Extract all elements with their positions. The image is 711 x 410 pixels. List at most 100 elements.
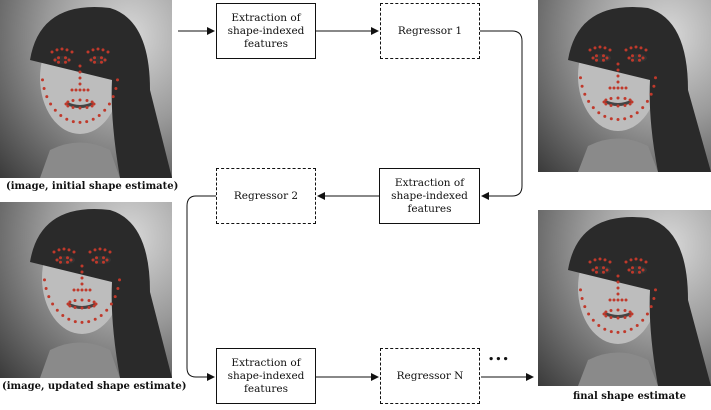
landmark-point	[70, 50, 74, 54]
landmark-point	[100, 60, 103, 64]
landmark-point	[645, 99, 649, 103]
landmark-point	[64, 56, 67, 60]
landmark-point	[630, 312, 634, 316]
landmark-point	[631, 270, 634, 274]
landmark-point	[78, 106, 82, 110]
landmark-point	[113, 295, 117, 299]
landmark-point	[100, 56, 103, 60]
landmark-point	[103, 58, 107, 62]
landmark-point	[86, 50, 90, 54]
landmark-point	[652, 84, 656, 88]
landmark-point	[588, 260, 592, 264]
landmark-point	[620, 298, 624, 302]
landmark-point	[87, 320, 91, 324]
landmark-point	[116, 78, 119, 82]
landmark-point	[72, 288, 76, 292]
landmark-point	[105, 308, 109, 312]
landmark-point	[108, 250, 112, 254]
landmark-point	[628, 98, 632, 102]
landmark-point	[609, 104, 613, 107]
landmark-point	[55, 48, 59, 52]
landmark-point	[628, 102, 632, 106]
landmark-point	[85, 99, 89, 102]
landmark-point	[583, 305, 587, 309]
landmark-point	[609, 316, 613, 319]
landmark-point	[629, 327, 633, 331]
landmark-point	[97, 114, 101, 117]
landmark-point	[629, 258, 633, 262]
arrow-regressor-1-to-extraction-2	[480, 30, 523, 200]
landmark-point	[80, 270, 84, 274]
landmark-point	[95, 256, 98, 260]
landmark-point	[644, 260, 648, 264]
landmark-point	[603, 46, 607, 50]
landmark-point	[616, 80, 620, 84]
landmark-point	[102, 256, 105, 260]
landmark-point	[641, 318, 645, 322]
landmark-point	[78, 76, 82, 80]
face-image-initial	[0, 0, 172, 178]
landmarks-initial	[41, 47, 119, 124]
landmark-point	[616, 74, 620, 78]
landmark-point	[623, 97, 627, 100]
landmark-point	[628, 310, 632, 314]
landmark-point	[641, 106, 645, 110]
landmark-point	[73, 299, 77, 302]
caption-final-shape: final shape estimate	[573, 391, 686, 402]
landmarks-stage-1	[579, 45, 657, 121]
landmark-point	[602, 100, 606, 104]
landmark-point	[616, 316, 620, 320]
landmark-point	[76, 288, 80, 292]
landmark-point	[624, 298, 628, 302]
landmark-point	[616, 330, 620, 334]
landmark-point	[66, 104, 70, 108]
landmark-point	[93, 248, 97, 252]
landmark-point	[74, 88, 78, 92]
landmark-point	[66, 100, 70, 104]
landmark-point	[623, 316, 627, 319]
landmark-point	[603, 258, 607, 262]
landmark-point	[609, 97, 613, 100]
face-illustration-stage-1	[568, 7, 711, 172]
landmark-point	[87, 306, 91, 309]
landmark-point	[116, 287, 120, 290]
landmark-point	[80, 288, 84, 292]
landmark-point	[59, 260, 62, 264]
landmark-point	[43, 278, 46, 282]
landmark-point	[64, 60, 67, 64]
landmark-point	[92, 304, 96, 308]
landmark-point	[598, 45, 602, 49]
landmark-point	[73, 320, 77, 324]
landmark-point	[57, 56, 60, 60]
landmark-point	[114, 87, 118, 90]
landmark-point	[61, 314, 65, 317]
landmark-point	[620, 86, 624, 90]
landmark-point	[639, 46, 643, 50]
caption-updated-shape: (image, updated shape estimate)	[2, 381, 187, 392]
landmark-point	[595, 266, 598, 270]
landmark-point	[94, 302, 98, 306]
landmark-point	[103, 108, 107, 112]
landmark-point	[80, 320, 84, 324]
landmark-point	[42, 87, 46, 90]
landmark-point	[118, 278, 121, 282]
landmark-point	[612, 86, 616, 90]
landmark-point	[616, 62, 620, 66]
landmark-point	[641, 56, 645, 60]
landmark-point	[49, 102, 53, 106]
landmark-point	[587, 99, 591, 103]
landmark-point	[631, 266, 634, 270]
landmarks-updated	[43, 247, 121, 324]
landmark-point	[623, 330, 627, 334]
landmark-point	[109, 302, 113, 306]
landmark-point	[106, 50, 110, 54]
landmark-point	[634, 257, 638, 261]
landmark-point	[608, 298, 612, 302]
landmark-point	[71, 106, 75, 109]
landmark-point	[587, 312, 591, 316]
landmark-point	[635, 324, 639, 327]
landmark-point	[78, 120, 82, 124]
landmark-point	[579, 76, 582, 80]
landmark-point	[616, 280, 620, 284]
face-image-stage-1	[538, 0, 711, 172]
